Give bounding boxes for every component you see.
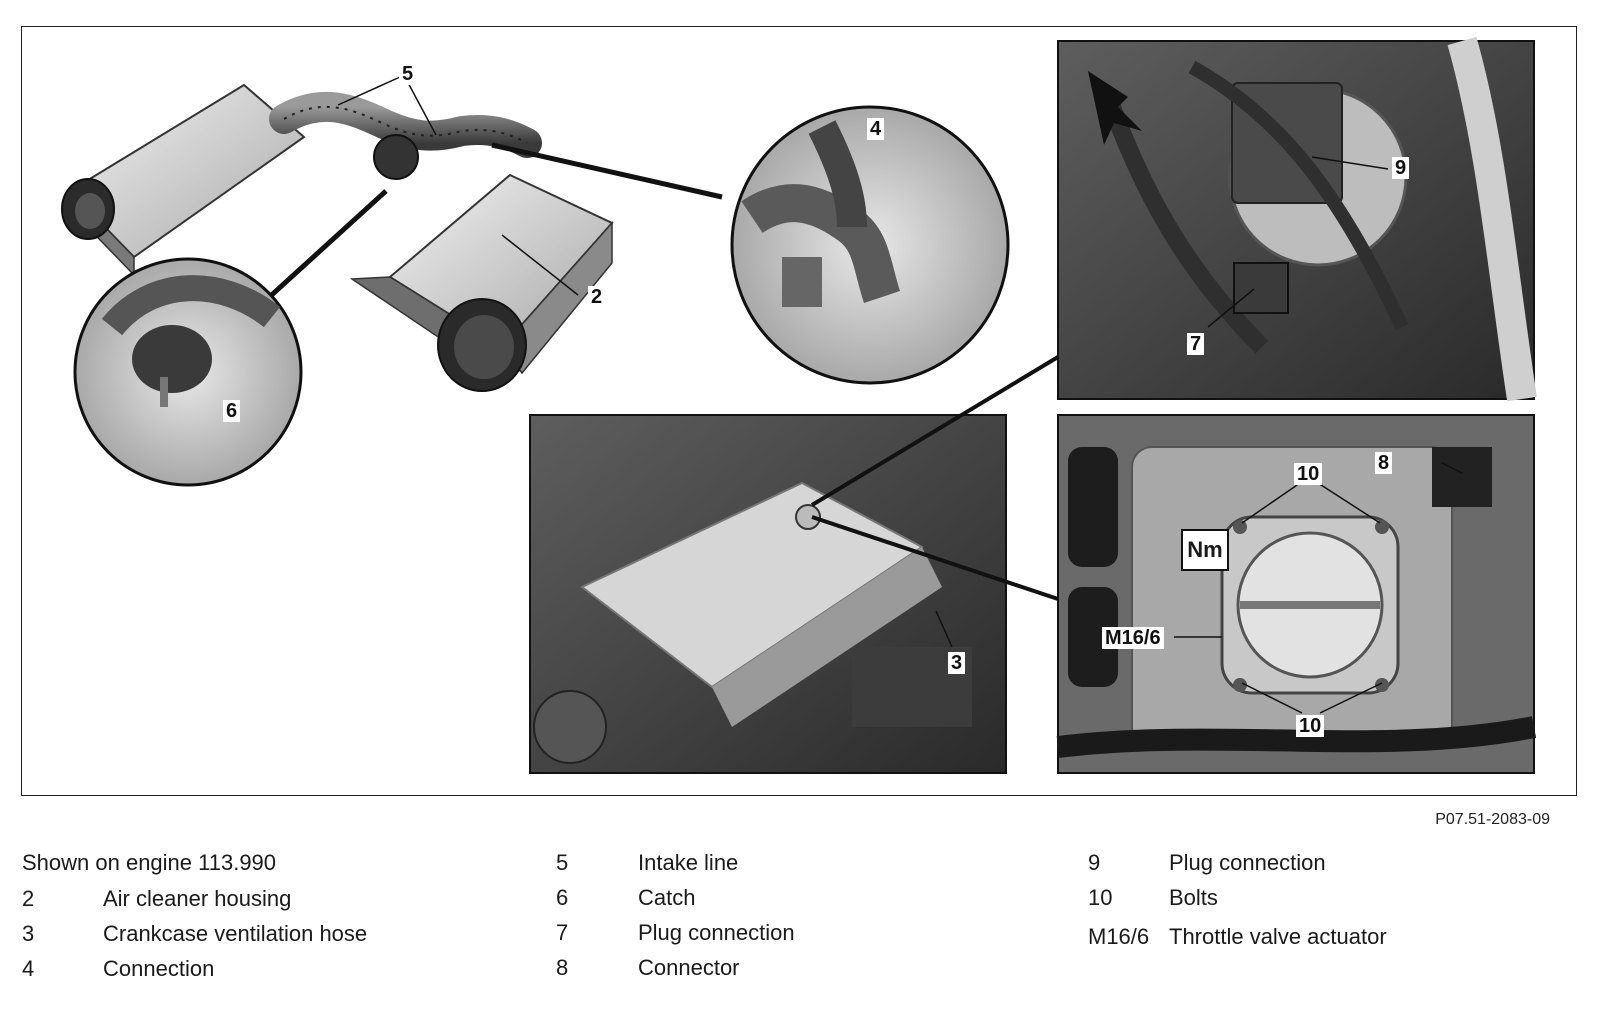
callout-7: 7 <box>1187 333 1205 355</box>
callout-3: 3 <box>948 652 966 674</box>
legend-label: Catch <box>638 885 696 910</box>
magnifier-connectors <box>252 142 723 313</box>
legend-number: 5 <box>556 850 569 875</box>
callout-4: 4 <box>867 118 885 140</box>
air-cleaner-assembly <box>61 83 614 392</box>
photo-engine-bay <box>529 414 1007 774</box>
legend-number: 8 <box>556 955 569 980</box>
callout-m16-6: M16/6 <box>1102 627 1164 649</box>
legend-column-1: Shown on engine 113.990 2 Air cleaner ho… <box>22 850 367 991</box>
legend-item: 2 Air cleaner housing <box>22 886 291 921</box>
legend-number: 4 <box>22 956 35 981</box>
legend-label: Air cleaner housing <box>103 886 292 911</box>
figure-reference: P07.51-2083-09 <box>1435 811 1550 828</box>
shown-on-note: Shown on engine 113.990 <box>22 850 276 886</box>
callout-8: 8 <box>1375 452 1393 474</box>
diagram-figure: 5 2 4 6 9 7 8 10 10 M16/6 3 Nm <box>21 26 1577 796</box>
legend-number: 3 <box>22 921 35 946</box>
legend-label: Connector <box>638 955 740 980</box>
legend-label: Crankcase ventilation hose <box>103 921 368 946</box>
illustration <box>61 36 1537 774</box>
legend-label: Intake line <box>638 850 739 875</box>
detail-circle-connection <box>730 105 1010 385</box>
legend-number: 6 <box>556 885 569 910</box>
legend-number: 9 <box>1088 850 1101 875</box>
torque-symbol: Nm <box>1181 529 1229 571</box>
legend-item: 3 Crankcase ventilation hose <box>22 921 367 956</box>
legend-number: M16/6 <box>1088 924 1150 949</box>
detail-circle-catch <box>73 257 303 487</box>
callout-2: 2 <box>588 286 606 308</box>
callout-9: 9 <box>1392 157 1410 179</box>
legend-label: Bolts <box>1169 885 1218 910</box>
callout-10-top: 10 <box>1294 463 1323 485</box>
photo-plug-connection <box>1057 36 1537 402</box>
legend-item: 4 Connection <box>22 956 276 991</box>
callout-10-bottom: 10 <box>1296 715 1325 737</box>
legend-label: Throttle valve actuator <box>1169 924 1387 949</box>
callout-6: 6 <box>223 400 241 422</box>
throttle-leaders <box>935 156 1463 714</box>
callout-5: 5 <box>399 63 417 85</box>
legend-number: 2 <box>22 886 35 911</box>
legend-number: 10 <box>1088 885 1113 910</box>
legend-label: Connection <box>103 956 215 981</box>
photo-connectors <box>810 355 1060 601</box>
legend-label: Plug connection <box>638 920 795 945</box>
photo-throttle-valve <box>1056 414 1537 774</box>
legend-label: Plug connection <box>1169 850 1326 875</box>
legend-number: 7 <box>556 920 569 945</box>
shown-on-text: Shown on engine 113.990 <box>22 850 277 875</box>
